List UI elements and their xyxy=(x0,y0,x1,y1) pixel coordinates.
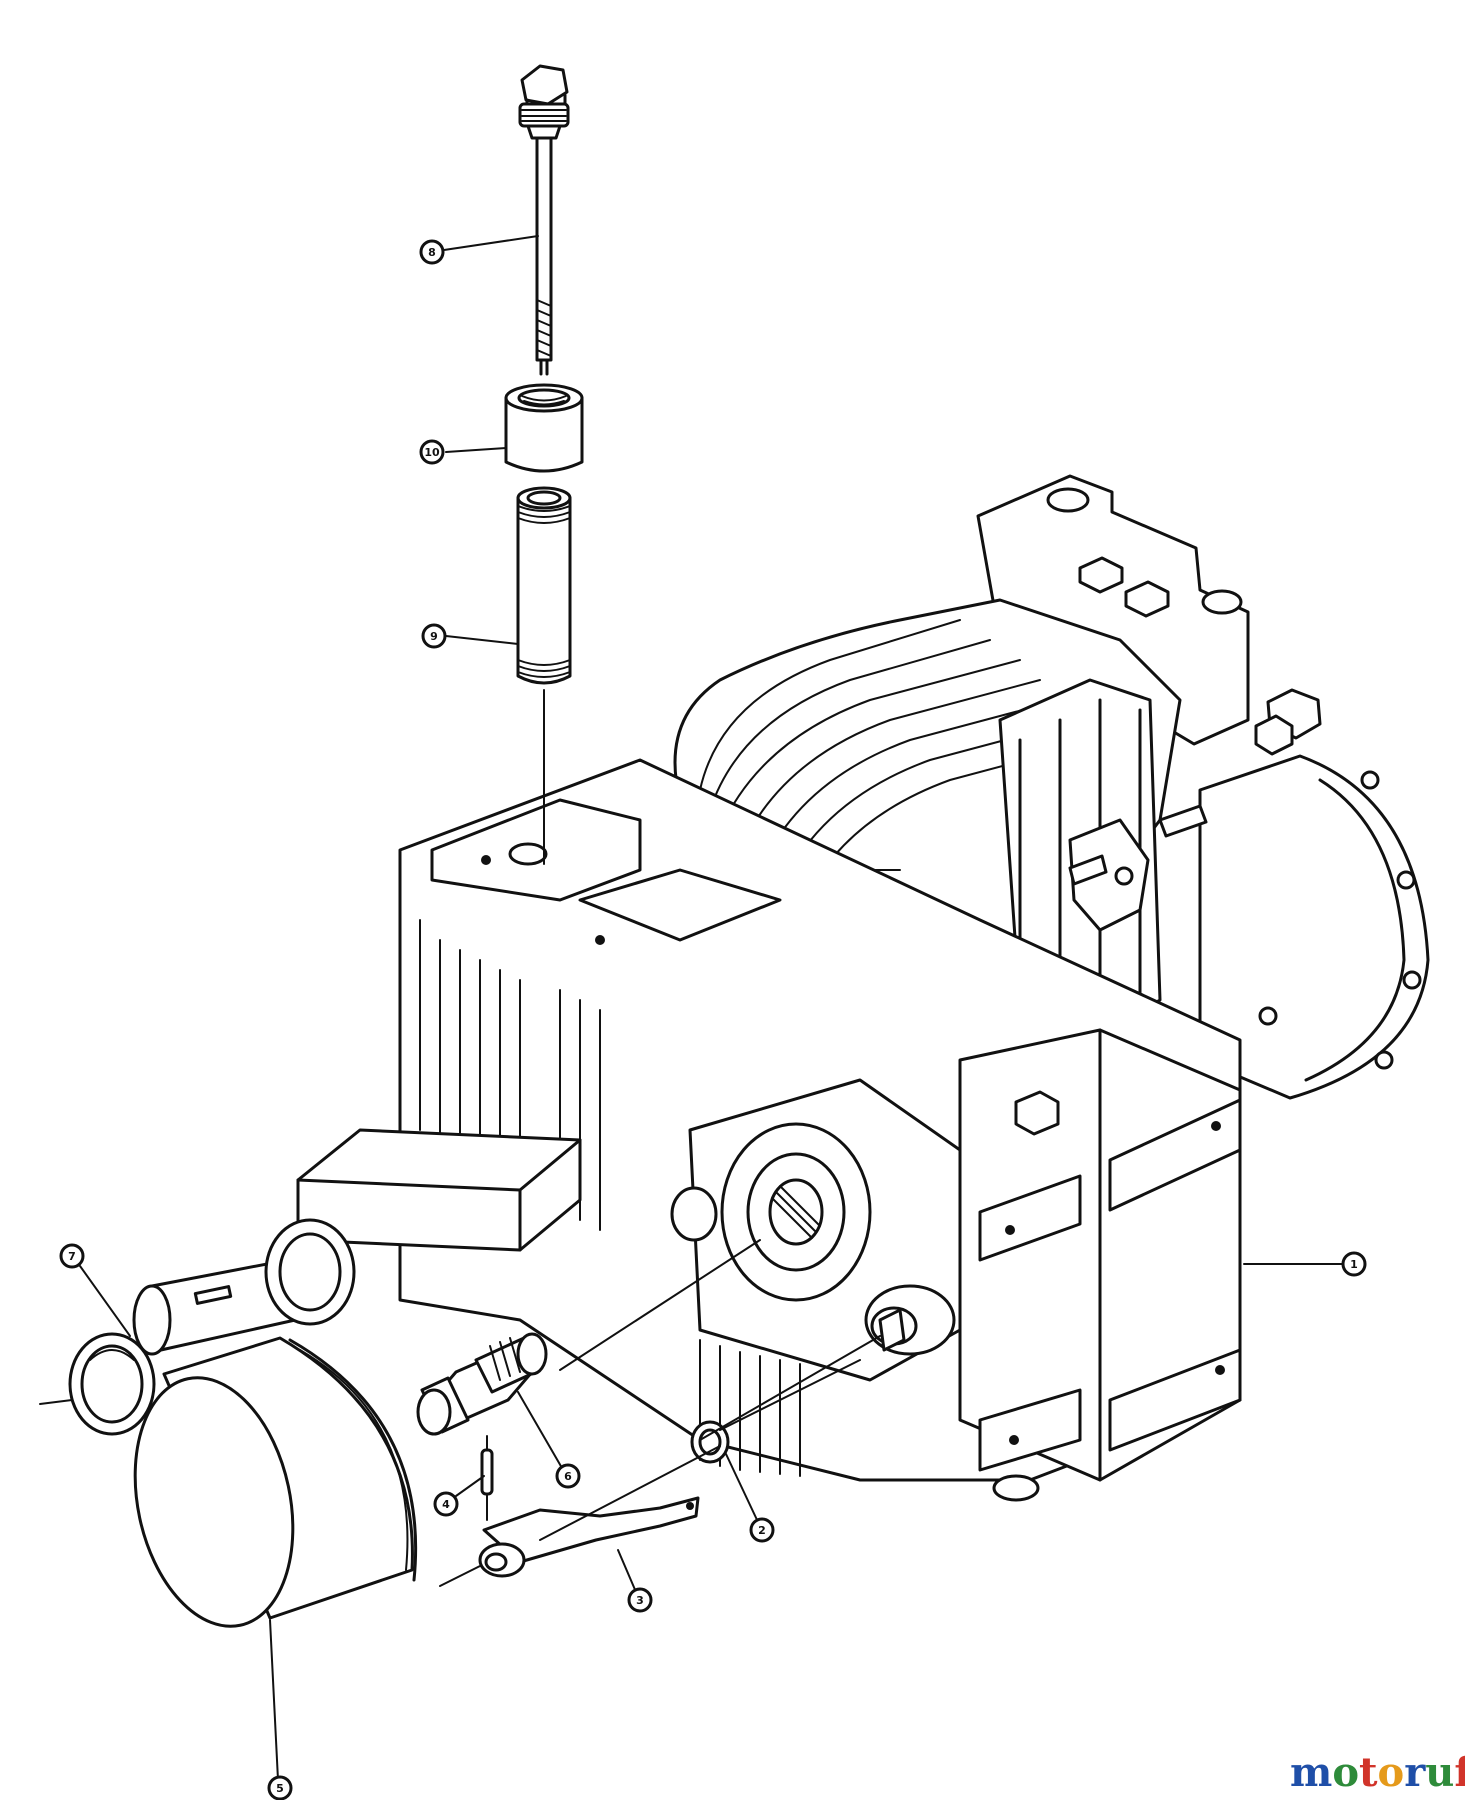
callout-circle xyxy=(1341,1251,1367,1277)
callout-circle xyxy=(433,1491,459,1517)
pipe-nipple-part xyxy=(516,486,572,791)
callout-washer: 2 xyxy=(749,1517,775,1543)
callout-circle xyxy=(421,623,447,649)
callout-number: 7 xyxy=(68,1250,76,1263)
wm-letter-f: f xyxy=(1454,1749,1465,1796)
callout-circle xyxy=(419,439,445,465)
callout-circle xyxy=(267,1775,293,1800)
pin-part xyxy=(480,1435,494,1521)
callout-circle xyxy=(419,239,445,265)
wm-letter-m: m xyxy=(1290,1749,1332,1796)
callout-fitting: 6 xyxy=(555,1463,581,1489)
callout-circle xyxy=(555,1463,581,1489)
wm-letter-r: r xyxy=(1404,1749,1426,1796)
watermark-logo: motoruf.de xyxy=(1290,1749,1465,1796)
callout-number: 4 xyxy=(442,1498,450,1511)
assembly-lines xyxy=(539,789,881,1541)
callout-number: 10 xyxy=(424,446,440,459)
callout-number: 6 xyxy=(564,1470,572,1483)
wm-letter-t: t xyxy=(1359,1749,1378,1796)
callout-pipe-nipple: 9 xyxy=(421,623,447,649)
transmission-housing-part xyxy=(132,474,1430,1502)
wm-letter-o: o xyxy=(1332,1749,1359,1796)
callout-shift-lever: 3 xyxy=(627,1587,653,1613)
callout-transmission-housing: 1 xyxy=(1341,1251,1367,1277)
callout-circle xyxy=(749,1517,775,1543)
callout-dipstick: 8 xyxy=(419,239,445,265)
callout-circle xyxy=(627,1587,653,1613)
wm-letter-u: u xyxy=(1425,1749,1454,1796)
seal-part xyxy=(39,1332,156,1436)
callout-number: 3 xyxy=(636,1594,644,1607)
wm-letter-o2: o xyxy=(1378,1749,1405,1796)
callout-number: 1 xyxy=(1350,1258,1358,1271)
callout-bubbles: 1 2 3 4 5 6 7 8 9 10 xyxy=(59,239,1367,1800)
callout-coupling: 10 xyxy=(419,439,445,465)
callout-leaders xyxy=(79,235,1343,1781)
watermark-text: motoruf.de xyxy=(1290,1749,1465,1796)
callout-filter-canister: 5 xyxy=(267,1775,293,1800)
filter-canister-part xyxy=(133,1336,418,1628)
callout-number: 2 xyxy=(758,1524,766,1537)
callout-number: 8 xyxy=(428,246,436,259)
fitting-part xyxy=(416,1332,548,1436)
callout-pin: 4 xyxy=(433,1491,459,1517)
callout-number: 9 xyxy=(430,630,438,643)
washer-part xyxy=(690,1420,730,1464)
coupling-part xyxy=(504,383,584,473)
shift-lever-part xyxy=(439,1496,700,1587)
callout-seal: 7 xyxy=(59,1243,85,1269)
dipstick-part xyxy=(518,64,570,376)
callout-circle xyxy=(59,1243,85,1269)
callout-number: 5 xyxy=(276,1782,284,1795)
